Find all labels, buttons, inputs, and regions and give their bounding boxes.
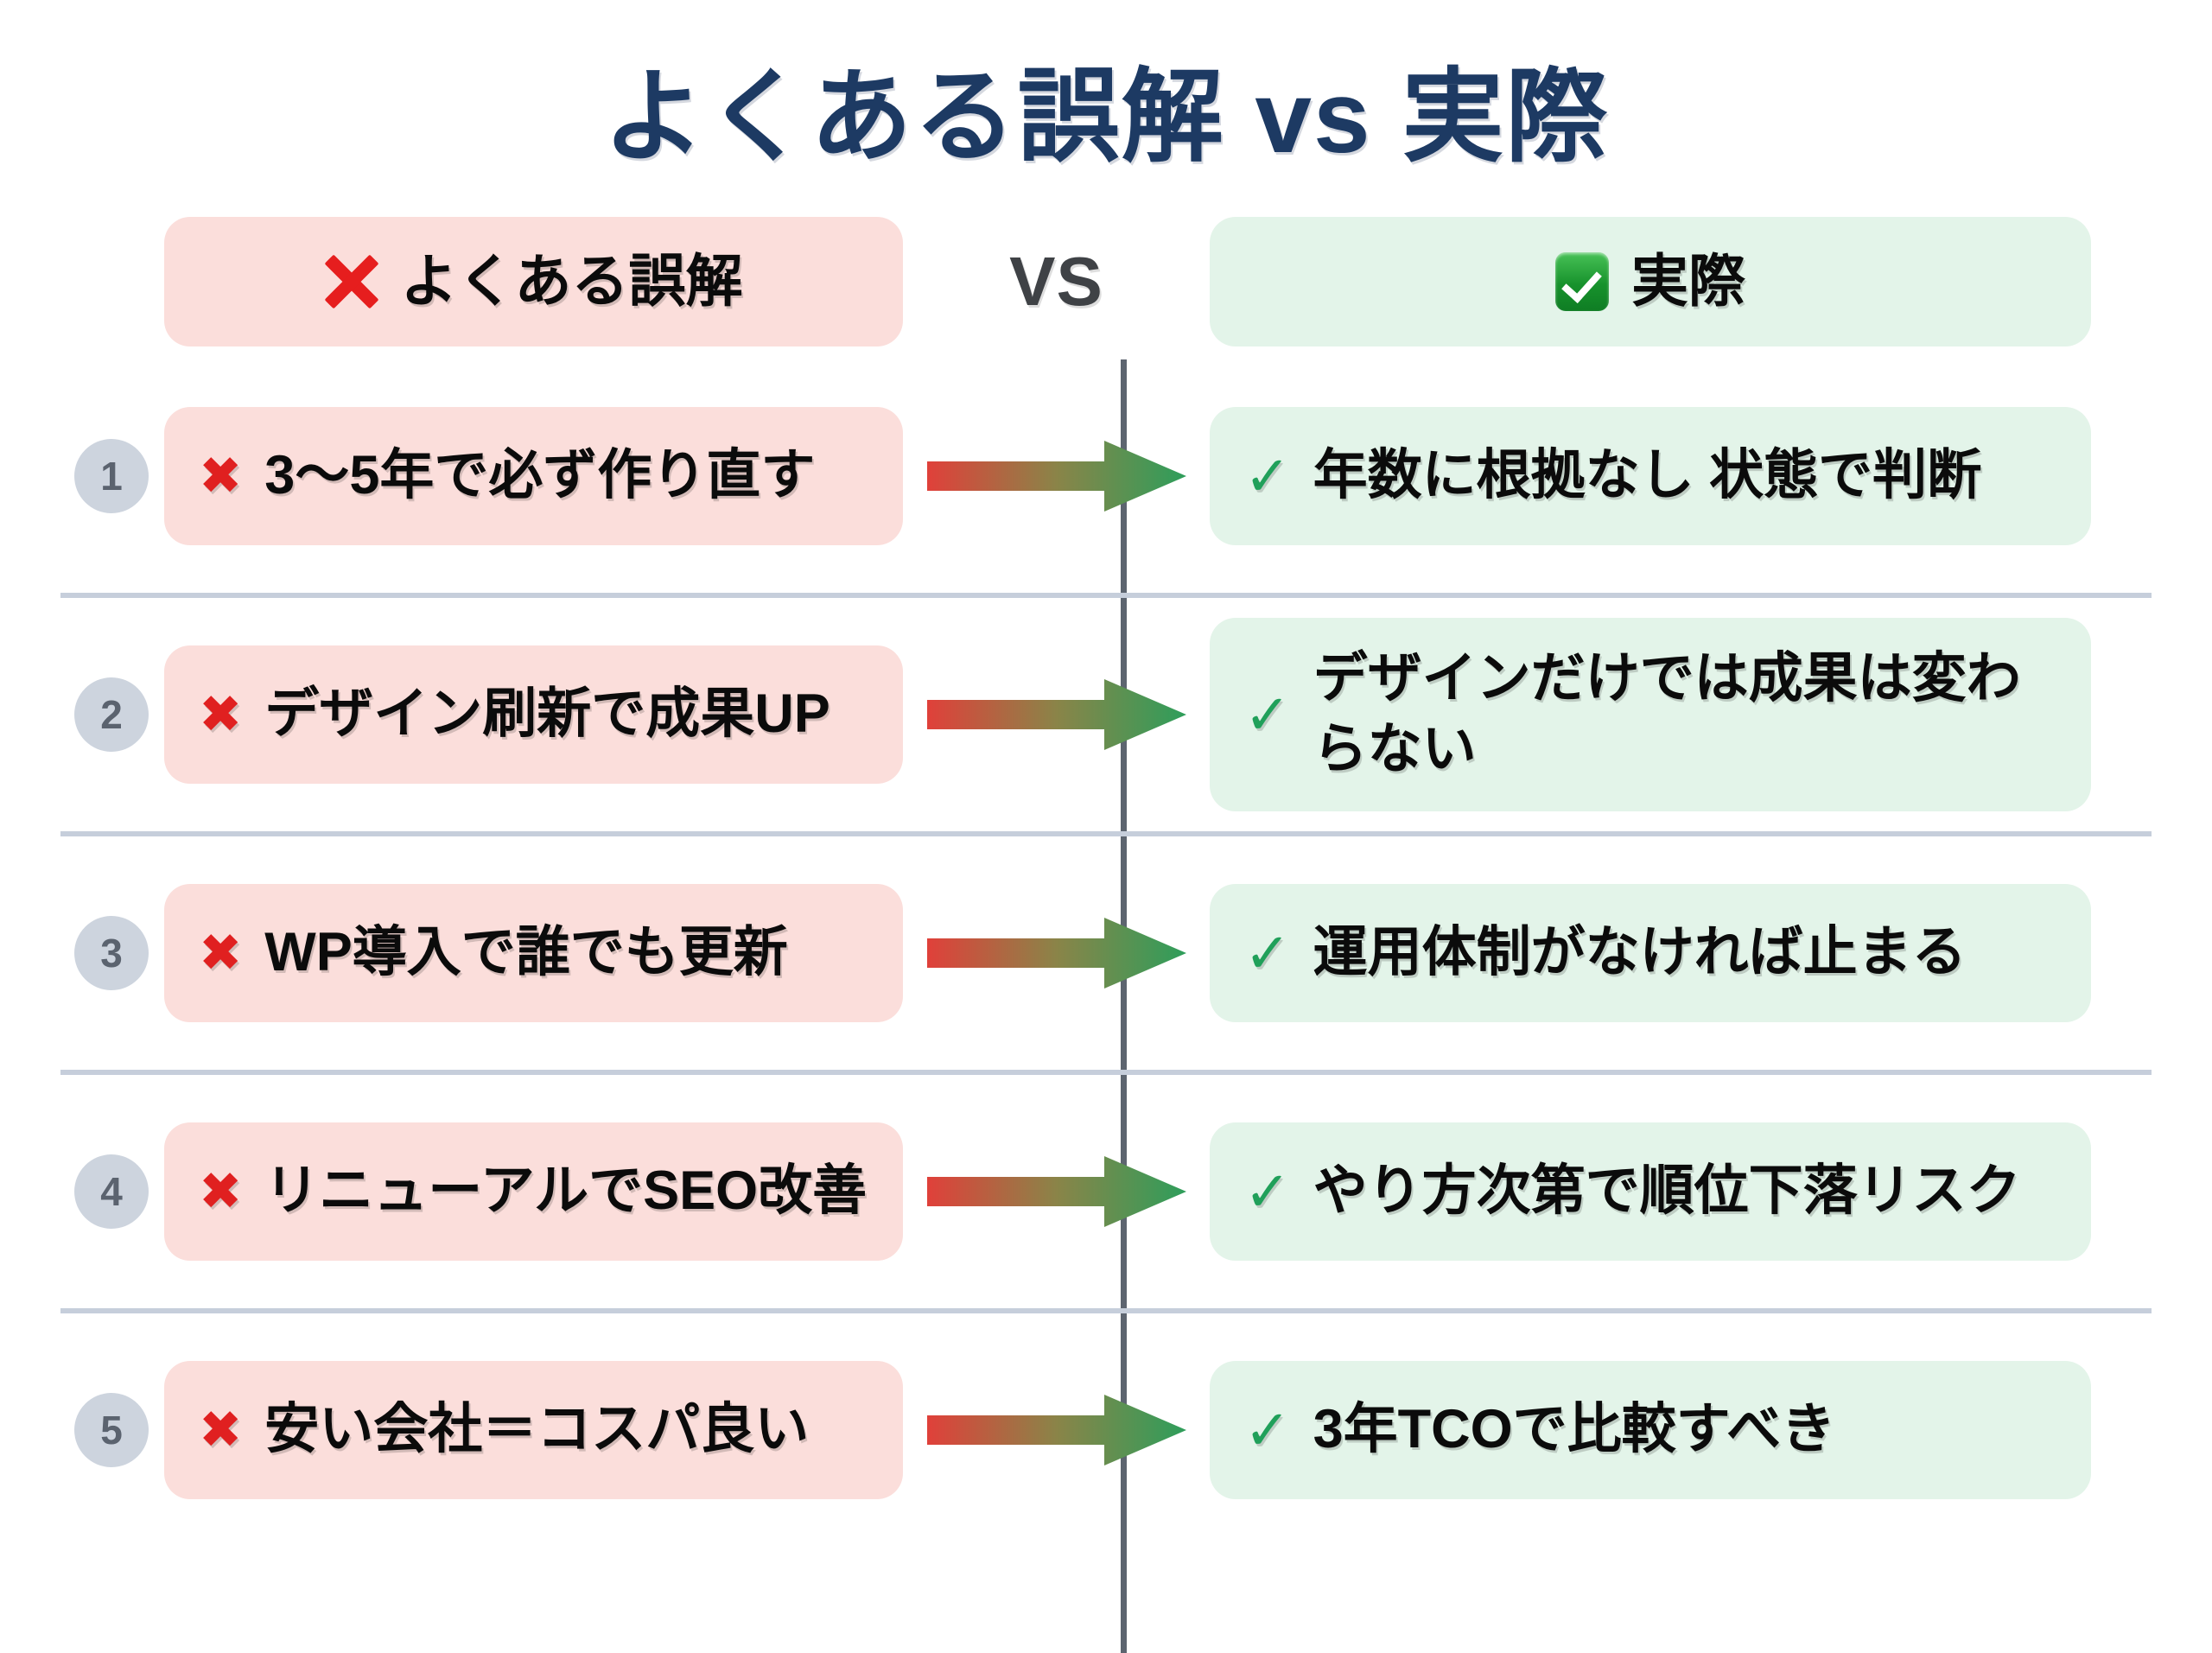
reality-text: 3年TCOで比較すべき [1313, 1398, 1836, 1459]
row-number-cell: 4 [0, 1154, 164, 1229]
page-title: よくある誤解 vs 実際 [602, 60, 1610, 175]
row-number-cell: 5 [0, 1392, 164, 1467]
misconception-text: デザイン刷新で成果UP [264, 683, 830, 744]
cross-mark-icon: ✖ [199, 446, 243, 505]
misconception-text: 安い会社＝コスパ良い [264, 1398, 810, 1459]
misconception-cell: ✖ 安い会社＝コスパ良い [164, 1360, 903, 1499]
white-check-mark-emoji-icon [1555, 251, 1609, 311]
reality-cell: ✓ デザインだけでは成果は変わらない [1210, 617, 2091, 811]
center-vertical-divider [1121, 359, 1127, 1653]
misconception-card: ✖ デザイン刷新で成果UP [164, 645, 903, 784]
row-separator [60, 1307, 2152, 1313]
header-right-cell: 実際 [1210, 216, 2091, 346]
arrow-cell [903, 437, 1210, 515]
cross-mark-icon: ✖ [199, 1161, 243, 1220]
misconception-cell: ✖ WP導入で誰でも更新 [164, 883, 903, 1022]
cross-mark-emoji-icon [325, 255, 378, 308]
vs-label: VS [1009, 242, 1103, 320]
reality-cell: ✓ 年数に根拠なし 状態で判断 [1210, 406, 2091, 545]
row-number-cell: 2 [0, 677, 164, 752]
row-number-badge: 3 [74, 915, 149, 990]
check-mark-icon: ✓ [1244, 1398, 1291, 1461]
misconception-cell: ✖ リニューアルでSEO改善 [164, 1122, 903, 1261]
check-mark-icon: ✓ [1244, 683, 1291, 746]
reality-text: デザインだけでは成果は変わらない [1313, 647, 2021, 779]
arrow-cell [903, 1153, 1210, 1230]
table-row: 4 ✖ リニューアルでSEO改善 ✓ やり方次第で順位下落リスク [0, 1075, 2212, 1308]
arrow-right-gradient-icon [926, 1153, 1186, 1230]
reality-card: ✓ やり方次第で順位下落リスク [1210, 1122, 2091, 1261]
misconception-cell: ✖ デザイン刷新で成果UP [164, 645, 903, 784]
row-number-badge: 2 [74, 677, 149, 752]
misconception-card: ✖ WP導入で誰でも更新 [164, 883, 903, 1022]
misconception-text: リニューアルでSEO改善 [264, 1160, 868, 1221]
misconception-card: ✖ リニューアルでSEO改善 [164, 1122, 903, 1261]
reality-cell: ✓ 運用体制がなければ止まる [1210, 883, 2091, 1022]
misconception-cell: ✖ 3〜5年で必ず作り直す [164, 406, 903, 545]
reality-card: ✓ 3年TCOで比較すべき [1210, 1360, 2091, 1499]
cross-mark-icon: ✖ [199, 1400, 243, 1459]
misconception-card: ✖ 3〜5年で必ず作り直す [164, 406, 903, 545]
row-separator [60, 1069, 2152, 1075]
comparison-board: よくある誤解 VS 実際 1 ✖ 3〜5年で必ず作り直す [0, 204, 2212, 1653]
reality-card: ✓ デザインだけでは成果は変わらない [1210, 617, 2091, 811]
arrow-right-gradient-icon [926, 676, 1186, 753]
reality-card: ✓ 年数に根拠なし 状態で判断 [1210, 406, 2091, 545]
table-row: 3 ✖ WP導入で誰でも更新 ✓ 運用体制がなければ止まる [0, 836, 2212, 1070]
reality-cell: ✓ やり方次第で順位下落リスク [1210, 1122, 2091, 1261]
row-number-badge: 5 [74, 1392, 149, 1467]
misconception-text: 3〜5年で必ず作り直す [264, 444, 816, 505]
row-separator [60, 592, 2152, 598]
reality-text: 運用体制がなければ止まる [1313, 921, 1967, 982]
header-misconception-card: よくある誤解 [164, 216, 903, 346]
row-number-cell: 1 [0, 438, 164, 513]
arrow-cell [903, 914, 1210, 992]
row-number-badge: 4 [74, 1154, 149, 1229]
arrow-right-gradient-icon [926, 437, 1186, 515]
misconception-text: WP導入で誰でも更新 [264, 921, 788, 982]
row-separator [60, 830, 2152, 836]
row-number-cell: 3 [0, 915, 164, 990]
header-misconception-label: よくある誤解 [400, 248, 743, 313]
header-reality-label: 実際 [1631, 248, 1745, 313]
cross-mark-icon: ✖ [199, 684, 243, 743]
table-row: 1 ✖ 3〜5年で必ず作り直す [0, 359, 2212, 593]
reality-card: ✓ 運用体制がなければ止まる [1210, 883, 2091, 1022]
arrow-cell [903, 676, 1210, 753]
table-row: 5 ✖ 安い会社＝コスパ良い ✓ 3年TCOで比較すべき [0, 1313, 2212, 1547]
check-mark-icon: ✓ [1244, 921, 1291, 984]
table-row: 2 ✖ デザイン刷新で成果UP ✓ デザインだけでは成果は変わらない [0, 598, 2212, 831]
header-reality-card: 実際 [1210, 216, 2091, 346]
reality-text: やり方次第で順位下落リスク [1313, 1160, 2021, 1221]
cross-mark-icon: ✖ [199, 923, 243, 982]
header-left-cell: よくある誤解 [164, 216, 903, 346]
check-mark-icon: ✓ [1244, 444, 1291, 507]
reality-text: 年数に根拠なし 状態で判断 [1313, 444, 1982, 505]
header-vs-cell: VS [903, 242, 1210, 321]
check-mark-icon: ✓ [1244, 1160, 1291, 1223]
header-row: よくある誤解 VS 実際 [0, 204, 2212, 359]
arrow-right-gradient-icon [926, 914, 1186, 992]
arrow-cell [903, 1391, 1210, 1469]
arrow-right-gradient-icon [926, 1391, 1186, 1469]
reality-cell: ✓ 3年TCOで比較すべき [1210, 1360, 2091, 1499]
misconception-card: ✖ 安い会社＝コスパ良い [164, 1360, 903, 1499]
row-number-badge: 1 [74, 438, 149, 513]
